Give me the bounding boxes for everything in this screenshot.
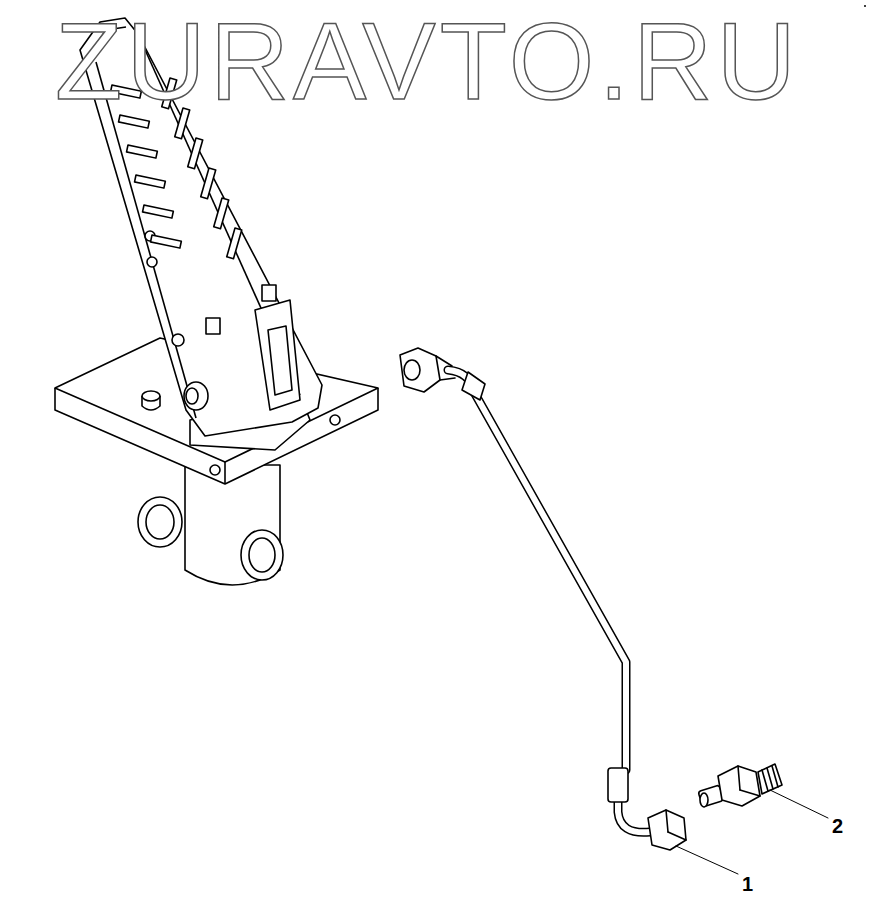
pedal-slot [151, 235, 182, 248]
fitting-bore [700, 793, 708, 807]
fitting-thread-line [772, 766, 778, 787]
callout-number: 2 [832, 816, 843, 836]
fitting-hex [718, 766, 760, 806]
valve-body [185, 465, 280, 585]
leader-line [770, 790, 828, 818]
tube-inner [448, 370, 626, 770]
tube-nut [648, 810, 686, 850]
pedal-slot [214, 198, 229, 229]
pedal-rib [255, 300, 300, 410]
pedal-slot [119, 115, 150, 128]
tube-nut-bore [404, 360, 420, 380]
tube-nut-edge [668, 832, 686, 840]
tube-outer [448, 370, 626, 770]
pedal-slot [135, 175, 166, 188]
pedal-pivot-pin [186, 388, 198, 404]
fitting-edge [738, 766, 740, 790]
pedal-hole [147, 257, 157, 267]
bolt-head [142, 391, 160, 401]
tube-nut-edge [436, 356, 452, 366]
valve-port [138, 497, 182, 547]
callout-number: 1 [742, 874, 753, 894]
pedal-slot [188, 138, 203, 169]
fitting-thread [758, 764, 782, 794]
leader-line [676, 846, 738, 874]
speck [864, 5, 866, 7]
pedal-slot [143, 205, 174, 218]
brake-tube [400, 348, 828, 874]
fitting-thread-line [762, 770, 768, 791]
flange-hole [210, 465, 220, 475]
tube-outer [618, 800, 650, 832]
pedal-hole [172, 334, 184, 346]
valve-port [241, 530, 283, 580]
pedal-slot [227, 228, 242, 259]
pedal-clip [262, 285, 276, 301]
tube-nut-edge [440, 378, 455, 380]
tube-sleeve [462, 372, 485, 400]
tube-sleeve [608, 768, 628, 802]
pedal-pivot [184, 382, 208, 410]
fitting-thread-line [767, 768, 773, 789]
tube-nut-edge [666, 810, 668, 832]
pedal-clip [206, 318, 220, 334]
tube-inner [618, 800, 650, 832]
pedal-slot [127, 145, 158, 158]
watermark: ZURAVTO.RU [55, 6, 800, 116]
pedal-slot [201, 168, 216, 199]
flange-edge [224, 462, 226, 484]
valve-port-bore [249, 538, 275, 572]
tube-nut [400, 348, 440, 392]
flange-hole [330, 415, 340, 425]
pedal-rib-inner [268, 326, 292, 395]
valve-port-bore [146, 505, 174, 539]
fitting-edge [740, 790, 760, 796]
